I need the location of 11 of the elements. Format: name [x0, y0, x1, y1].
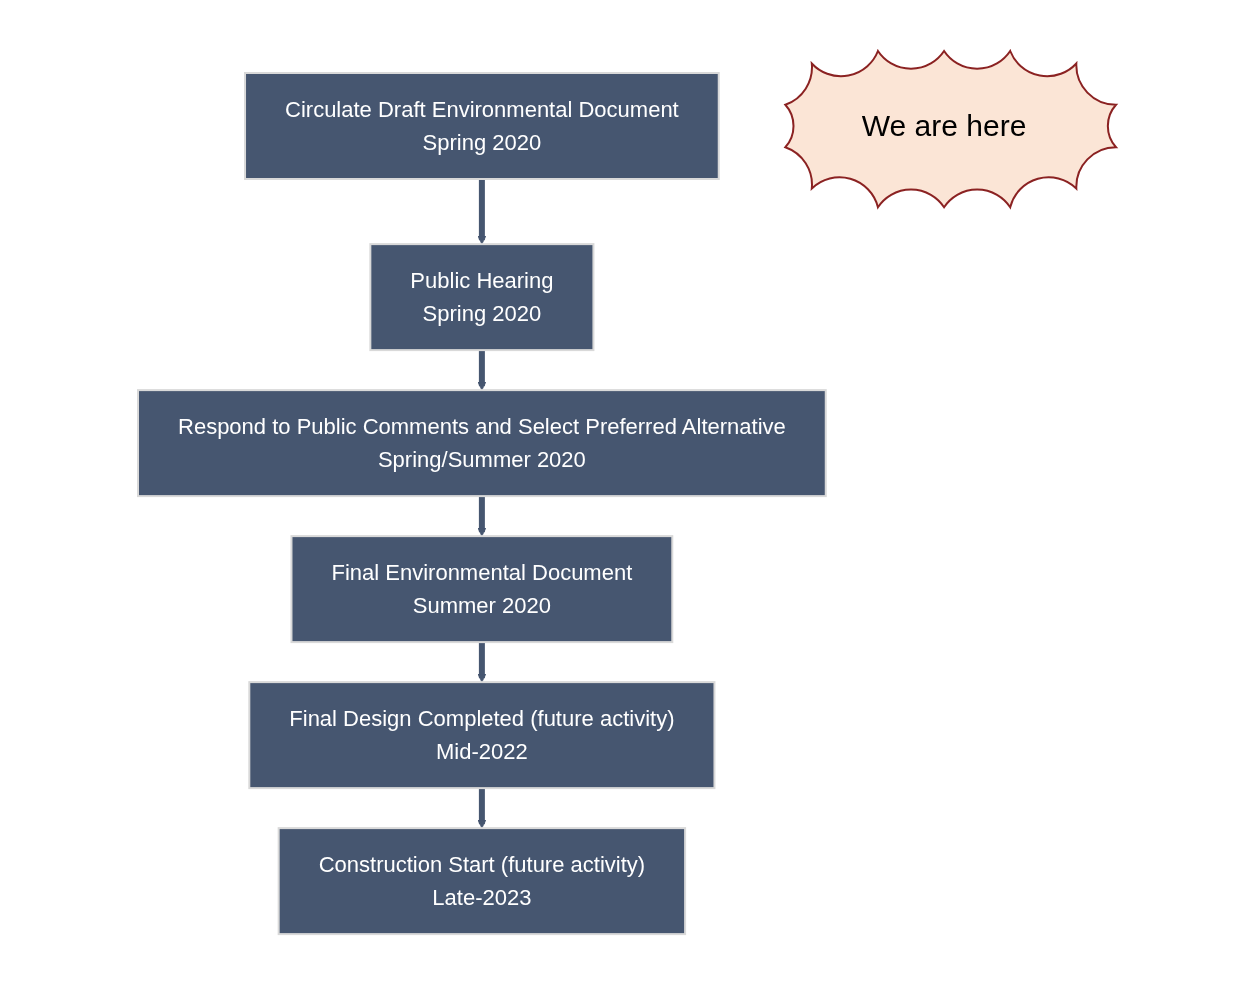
arrow — [477, 350, 487, 391]
node-box: Construction Start (future activity) Late-2023 — [278, 827, 687, 936]
arrow — [477, 496, 487, 537]
node-box: Final Design Completed (future activity) Mid-2022 — [248, 681, 716, 790]
node-box: Public Hearing Spring 2020 — [369, 243, 595, 352]
arrow — [477, 178, 487, 245]
arrow — [477, 642, 487, 683]
node-box: Circulate Draft Environmental Document Spring 2020 — [244, 71, 721, 180]
node-box: Final Environmental Document Summer 2020 — [290, 535, 674, 644]
arrow — [477, 788, 487, 829]
node-box: Respond to Public Comments and Select Preferred Alternative Spring/Summer 2020 — [137, 389, 828, 498]
